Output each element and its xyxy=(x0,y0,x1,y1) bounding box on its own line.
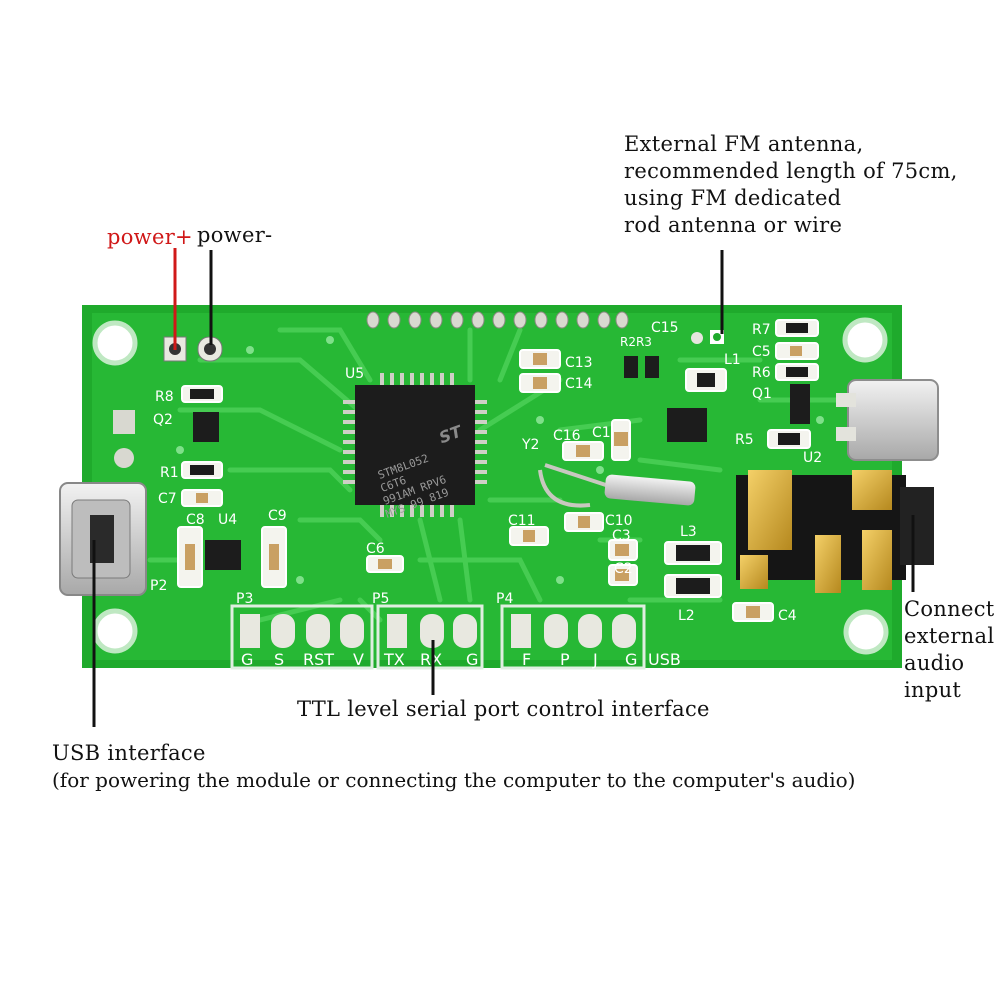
silk-p5-pin: G xyxy=(466,650,478,669)
top-header-pins xyxy=(366,311,629,329)
header-p5 xyxy=(376,604,484,670)
audio-input-line: input xyxy=(904,678,962,702)
silk-c4: C4 xyxy=(778,608,797,624)
silk-c3: C3 xyxy=(612,528,631,544)
silk-r8: R8 xyxy=(155,389,174,405)
silk-p4-pin: G xyxy=(625,650,637,669)
ttl-interface-label: TTL level serial port control interface xyxy=(297,697,710,721)
silk-p5: P5 xyxy=(372,591,389,607)
power-plus-label: power+ xyxy=(107,225,193,249)
silkscreen-labels: U5 R8 Q2 R1 C7 C8 U4 C9 C6 P2 P3 P5 P4 C… xyxy=(150,320,822,669)
header-p3 xyxy=(230,604,374,670)
silk-c11: C11 xyxy=(508,513,536,529)
silk-u4: U4 xyxy=(218,512,237,528)
silk-p4: P4 xyxy=(496,591,513,607)
silk-p5-pin: RX xyxy=(420,650,442,669)
pcb-board: STM8L052 C6T6 991AM RPV6 MYS 99 819 ST xyxy=(59,305,939,670)
silk-l3: L3 xyxy=(680,524,697,540)
silk-p4-pin: J xyxy=(592,650,598,669)
smd-components xyxy=(177,319,819,622)
silk-usb: USB xyxy=(648,650,681,669)
crystal-oscillator xyxy=(538,463,696,508)
audio-input-line: external xyxy=(904,624,995,648)
antenna-line: External FM antenna, xyxy=(624,132,864,156)
mounting-hole xyxy=(842,317,888,363)
header-p4 xyxy=(500,604,646,670)
silk-p2: P2 xyxy=(150,578,167,594)
audio-jack xyxy=(736,470,934,593)
antenna-line: using FM dedicated xyxy=(624,186,842,210)
silk-c13: C13 xyxy=(565,355,593,371)
silk-q1: Q1 xyxy=(752,386,772,402)
silk-r7: R7 xyxy=(752,322,771,338)
pcb-traces xyxy=(147,327,843,623)
silk-r6: R6 xyxy=(752,365,771,381)
silk-l2: L2 xyxy=(678,608,695,624)
silk-c5: C5 xyxy=(752,344,771,360)
silk-p3: P3 xyxy=(236,591,253,607)
silk-p4-pin: P xyxy=(560,650,570,669)
audio-input-line: audio xyxy=(904,651,965,675)
antenna-line: rod antenna or wire xyxy=(624,213,843,237)
silk-c6: C6 xyxy=(366,541,385,557)
silk-y2: Y2 xyxy=(521,437,539,453)
mounting-hole xyxy=(92,608,138,654)
silk-c14: C14 xyxy=(565,376,593,392)
silk-u2: U2 xyxy=(803,450,822,466)
silk-p4-pin: F xyxy=(522,650,531,669)
silk-c2: C2 xyxy=(614,561,633,577)
usb-interface-description: (for powering the module or connecting t… xyxy=(52,768,856,792)
silk-p3-pin: G xyxy=(241,650,253,669)
silk-l1: L1 xyxy=(724,352,741,368)
silk-c1: C1 xyxy=(592,425,611,441)
silk-r1: R1 xyxy=(160,465,179,481)
micro-usb-port xyxy=(59,482,147,596)
silk-p5-pin: TX xyxy=(383,650,405,669)
silk-p3-pin: RST xyxy=(303,650,334,669)
mounting-hole xyxy=(92,320,138,366)
mounting-hole xyxy=(843,609,889,655)
silk-p3-pin: V xyxy=(353,650,364,669)
antenna-line: recommended length of 75cm, xyxy=(624,159,958,183)
silk-r5: R5 xyxy=(735,432,754,448)
silk-c8: C8 xyxy=(186,512,205,528)
silk-c7: C7 xyxy=(158,491,177,507)
silk-c16: C16 xyxy=(553,428,581,444)
silk-r2r3: R2R3 xyxy=(620,335,652,349)
usb-interface-title: USB interface xyxy=(52,741,206,765)
silk-c15: C15 xyxy=(651,320,679,336)
silk-q2: Q2 xyxy=(153,412,173,428)
silk-c10: C10 xyxy=(605,513,633,529)
callout-leaders xyxy=(92,248,915,727)
audio-input-line: Connect xyxy=(904,597,995,621)
silk-p3-pin: S xyxy=(274,650,284,669)
silk-u5: U5 xyxy=(345,366,364,382)
silk-c9: C9 xyxy=(268,508,287,524)
power-minus-label: power- xyxy=(197,223,273,247)
microphone-capsule xyxy=(836,379,939,461)
mcu-chip: STM8L052 C6T6 991AM RPV6 MYS 99 819 ST xyxy=(343,373,487,521)
